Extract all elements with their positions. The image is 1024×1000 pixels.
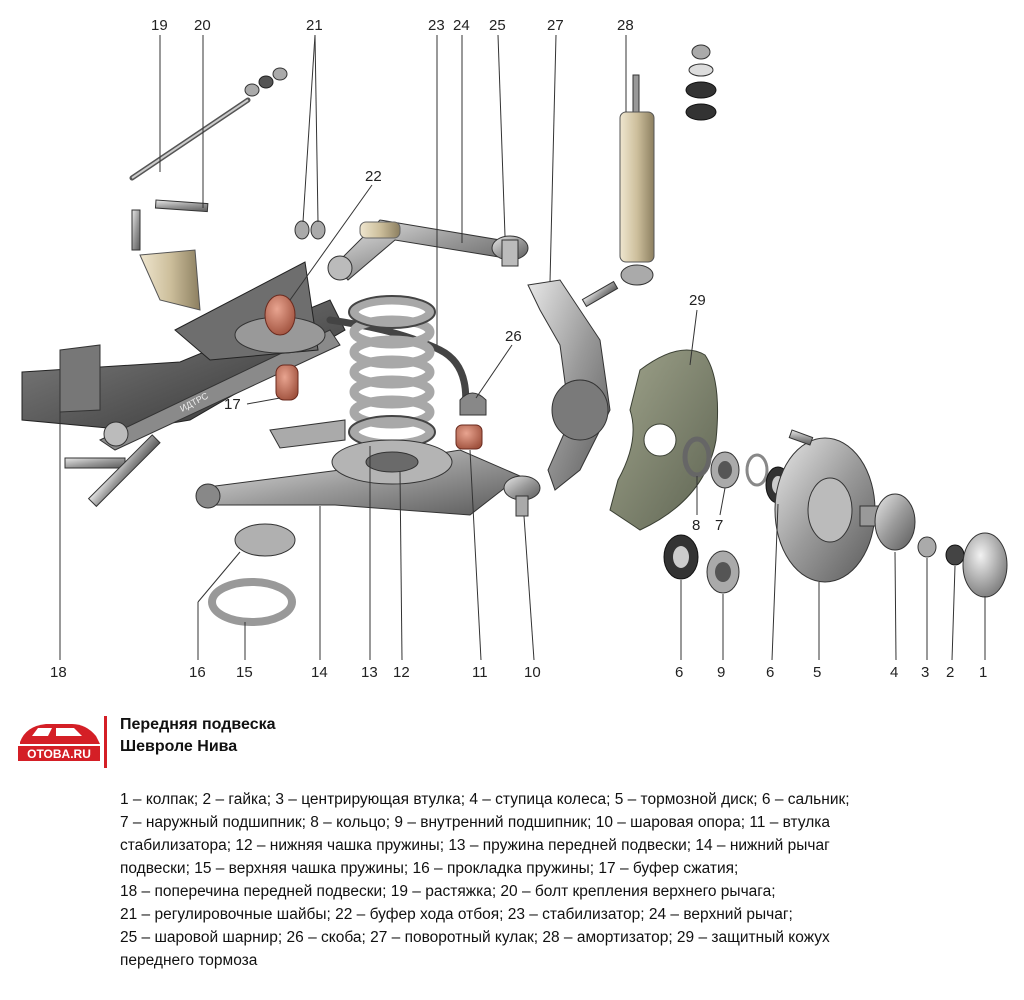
caption-area: OTOBA.RU Передняя подвеска Шевроле Нива … — [0, 708, 1024, 1000]
tie-rod — [129, 67, 288, 181]
callout-29: 29 — [689, 292, 706, 309]
otoba-logo: OTOBA.RU — [18, 724, 100, 761]
shock-washers — [685, 44, 717, 121]
rebound-buffer — [234, 294, 326, 354]
hub-nut — [945, 544, 965, 566]
callout-24: 24 — [453, 17, 470, 34]
outer-bearing — [710, 451, 740, 489]
legend-line: 21 – регулировочные шайбы; 22 – буфер хо… — [120, 906, 793, 923]
legend-line: стабилизатора; 12 – нижняя чашка пружины… — [120, 837, 830, 854]
spring-pad — [234, 523, 296, 557]
brake-disc — [774, 429, 876, 583]
wheel-hub — [859, 493, 916, 551]
legend-line: переднего тормоза — [120, 952, 258, 969]
upper-spring-cup — [208, 578, 296, 626]
inner-bearing — [706, 550, 740, 594]
parts-legend: 1 – колпак; 2 – гайка; 3 – центрирующая … — [120, 788, 1000, 972]
lower-ball-joint — [503, 475, 541, 517]
legend-line: 7 – наружный подшипник; 8 – кольцо; 9 – … — [120, 814, 831, 831]
legend-line: 18 – поперечина передней подвески; 19 – … — [120, 883, 776, 900]
callout-4: 4 — [890, 664, 898, 681]
hub-cap — [962, 532, 1008, 598]
callout-26: 26 — [505, 328, 522, 345]
callout-1: 1 — [979, 664, 987, 681]
centering-sleeve — [917, 536, 937, 558]
callout-16: 16 — [189, 664, 206, 681]
callout-17: 17 — [224, 396, 241, 413]
callout-13: 13 — [361, 664, 378, 681]
callout-6-right: 6 — [766, 664, 774, 681]
upper-arm — [327, 219, 506, 281]
callout-5: 5 — [813, 664, 821, 681]
callout-2: 2 — [946, 664, 954, 681]
callout-3: 3 — [921, 664, 929, 681]
callout-22: 22 — [365, 168, 382, 185]
callout-27: 27 — [547, 17, 564, 34]
adjusting-shims — [294, 220, 326, 240]
title-line-1: Передняя подвеска — [120, 716, 276, 733]
callout-11: 11 — [472, 664, 488, 681]
callout-labels: 1 2 3 4 5 6 6 7 8 9 10 11 12 13 14 15 16… — [50, 17, 987, 681]
title-line-2: Шевроле Нива — [120, 738, 238, 755]
callout-25: 25 — [489, 17, 506, 34]
stabilizer-bushing — [455, 424, 483, 450]
callout-19: 19 — [151, 17, 168, 34]
exploded-suspension-diagram: ИДТРС — [21, 17, 1008, 681]
coil-spring — [349, 295, 435, 449]
callout-20: 20 — [194, 17, 211, 34]
upper-arm-bolt — [131, 199, 209, 251]
divider — [104, 716, 107, 768]
diagram-title: Передняя подвеска Шевроле Нива — [120, 714, 276, 758]
legend-line: подвески; 15 – верхняя чашка пружины; 16… — [120, 860, 739, 877]
callout-18: 18 — [50, 664, 67, 681]
callout-23: 23 — [428, 17, 445, 34]
callout-14: 14 — [311, 664, 328, 681]
legend-line: 1 – колпак; 2 – гайка; 3 – центрирующая … — [120, 791, 850, 808]
callout-12: 12 — [393, 664, 410, 681]
callout-6-left: 6 — [675, 664, 683, 681]
callout-10: 10 — [524, 664, 541, 681]
callout-28: 28 — [617, 17, 634, 34]
ring — [682, 436, 712, 478]
callout-7: 7 — [715, 517, 723, 534]
seal — [663, 534, 699, 580]
legend-line: 25 – шаровой шарнир; 26 – скоба; 27 – по… — [120, 929, 830, 946]
callout-8: 8 — [692, 517, 700, 534]
bracket — [459, 392, 487, 416]
shock-absorber — [581, 74, 655, 308]
upper-ball-joint — [491, 235, 529, 267]
callout-15: 15 — [236, 664, 253, 681]
callout-21: 21 — [306, 17, 323, 34]
logo-text: OTOBA.RU — [27, 747, 91, 761]
compression-buffer — [275, 364, 299, 401]
callout-9: 9 — [717, 664, 725, 681]
steering-knuckle — [527, 279, 611, 491]
